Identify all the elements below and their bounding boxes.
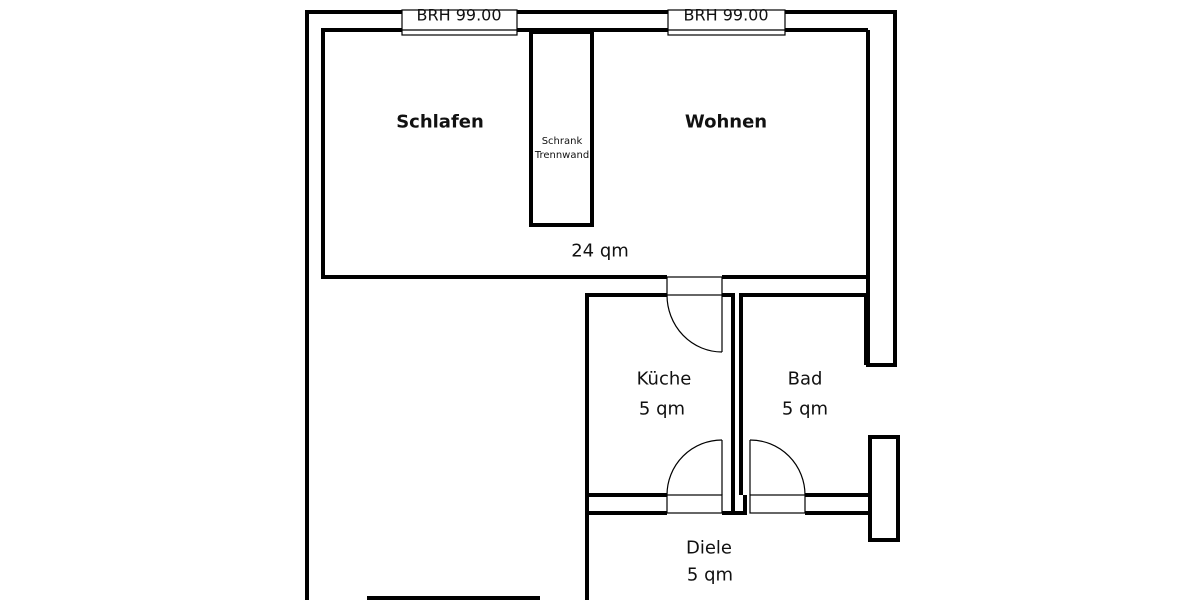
room-kueche-name: Küche [636, 368, 692, 390]
room-kueche-area: 5 qm [638, 398, 686, 420]
door-frame [666, 276, 723, 296]
room-wohnen-area: 24 qm [571, 240, 629, 262]
schrank-label: Schrank Trennwand [535, 135, 589, 163]
window [401, 9, 518, 36]
room-wohnen-name: Wohnen [684, 111, 768, 133]
kueche-wall [722, 293, 735, 495]
schrank-line2: Trennwand [534, 150, 590, 161]
outer-wall [785, 10, 897, 367]
door-frame [749, 494, 806, 514]
main-room-wall [321, 28, 667, 279]
door-swing [666, 294, 723, 353]
window-label: BRH 99.00 [416, 5, 502, 25]
door-swing [749, 439, 806, 496]
door-frame [666, 494, 723, 514]
schrank-line1: Schrank [541, 136, 583, 147]
outer-wall [305, 10, 402, 600]
window [667, 9, 786, 36]
schrank-trennwand [529, 30, 594, 227]
wall [722, 495, 747, 515]
window-label: BRH 99.00 [683, 5, 769, 25]
room-diele-area: 5 qm [686, 564, 734, 586]
bad-wall [739, 293, 868, 495]
kueche-wall [585, 293, 667, 600]
door-swing [666, 439, 723, 496]
room-bad-area: 5 qm [781, 398, 829, 420]
room-bad-name: Bad [787, 368, 823, 390]
room-diele-name: Diele [685, 537, 733, 559]
wall-stub [868, 435, 900, 542]
room-schlafen-name: Schlafen [396, 111, 484, 133]
